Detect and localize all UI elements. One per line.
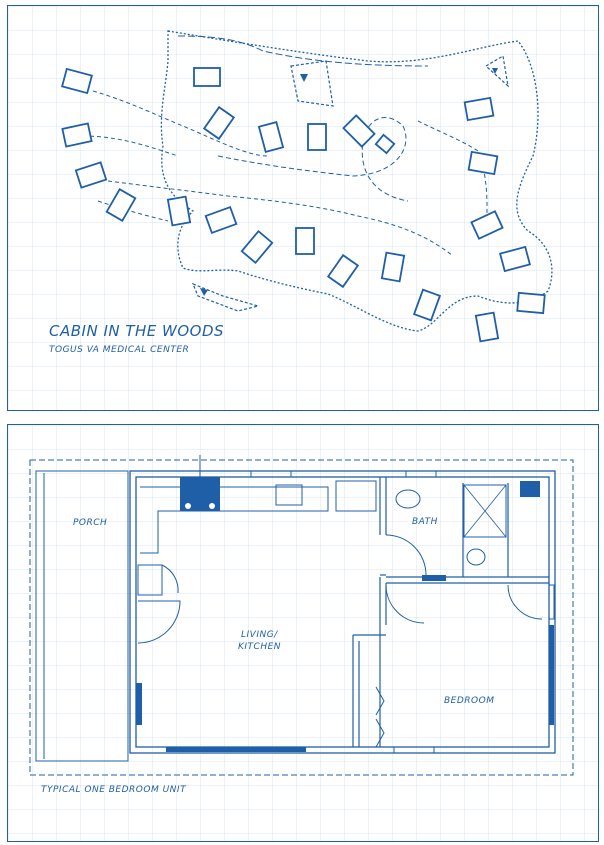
cabin	[380, 251, 406, 283]
kitchen-sink	[275, 484, 303, 506]
interior-walls	[352, 477, 549, 747]
room-label-porch: PORCH	[73, 518, 108, 528]
window	[549, 625, 554, 725]
window	[136, 683, 142, 725]
parking-area-southwest	[191, 282, 261, 312]
windows	[136, 575, 554, 752]
footpath-far-west	[82, 135, 179, 222]
floor-plan-panel: PORCH BATH LIVING/ KITCHEN BEDROOM TYPIC…	[7, 424, 599, 842]
room-label-living: LIVING/	[241, 630, 278, 640]
site-plan-drawing	[8, 6, 598, 410]
cabin	[474, 311, 500, 343]
cabin	[516, 291, 546, 315]
window	[166, 747, 306, 752]
room-label-bath: BATH	[412, 517, 438, 527]
room-label-kitchen: KITCHEN	[238, 642, 282, 652]
cabin	[74, 161, 108, 189]
cabin	[467, 150, 499, 176]
fridge	[335, 480, 377, 512]
loop-road	[217, 117, 409, 202]
footpath-east	[417, 120, 488, 232]
bath-door-swing	[385, 534, 427, 576]
cabin	[307, 123, 327, 151]
bath-sink	[466, 548, 486, 566]
cabin	[326, 253, 360, 289]
cabin	[202, 105, 236, 141]
cabin	[105, 188, 137, 222]
floor-plan-caption: TYPICAL ONE BEDROOM UNIT	[41, 785, 187, 795]
floor-grid	[8, 425, 598, 841]
cabin-group	[61, 67, 546, 343]
bifold-closet-doors	[375, 686, 385, 748]
cabin	[61, 122, 93, 148]
cabin	[342, 114, 376, 148]
site-plan-subtitle: TOGUS VA MEDICAL CENTER	[49, 345, 190, 355]
closet	[137, 564, 163, 596]
cabin	[374, 133, 396, 155]
site-grid	[8, 6, 598, 410]
parking-area-north	[290, 60, 334, 107]
closet-door-swing	[161, 564, 179, 594]
burner	[209, 503, 215, 509]
footpath-south	[107, 180, 454, 257]
room-label-bedroom: BEDROOM	[444, 696, 495, 706]
porch-deck	[35, 470, 129, 762]
cabin	[412, 288, 442, 322]
window	[422, 575, 446, 581]
cabin	[193, 67, 221, 87]
main-road	[177, 35, 429, 67]
cabin	[61, 67, 93, 95]
toilet	[395, 489, 421, 509]
cabin	[463, 96, 495, 122]
cabin	[499, 245, 531, 273]
water-heater	[520, 481, 540, 497]
parking-marker-southwest	[200, 288, 208, 296]
shower	[463, 484, 507, 538]
cabin	[166, 195, 192, 227]
parking-marker-east	[492, 68, 498, 74]
cabin	[257, 121, 285, 153]
parking-marker-north	[300, 74, 308, 82]
roof-overhang-line	[29, 459, 574, 776]
burner	[185, 503, 191, 509]
cabin	[240, 229, 274, 265]
floor-plan-drawing	[8, 425, 598, 841]
kitchen-counter	[140, 486, 329, 554]
window-frames	[250, 470, 555, 754]
site-plan-panel: CABIN IN THE WOODS TOGUS VA MEDICAL CENT…	[7, 5, 599, 411]
cabin	[204, 205, 238, 235]
closet-door-swing-bedroom	[507, 584, 543, 620]
entry-door-swing	[137, 600, 181, 644]
bedroom-door-swing	[385, 584, 425, 624]
parking-area-east	[484, 55, 509, 88]
site-plan-title: CABIN IN THE WOODS	[49, 322, 225, 340]
cabin	[470, 210, 504, 240]
footpath-west	[92, 90, 269, 157]
cabin	[295, 227, 315, 255]
